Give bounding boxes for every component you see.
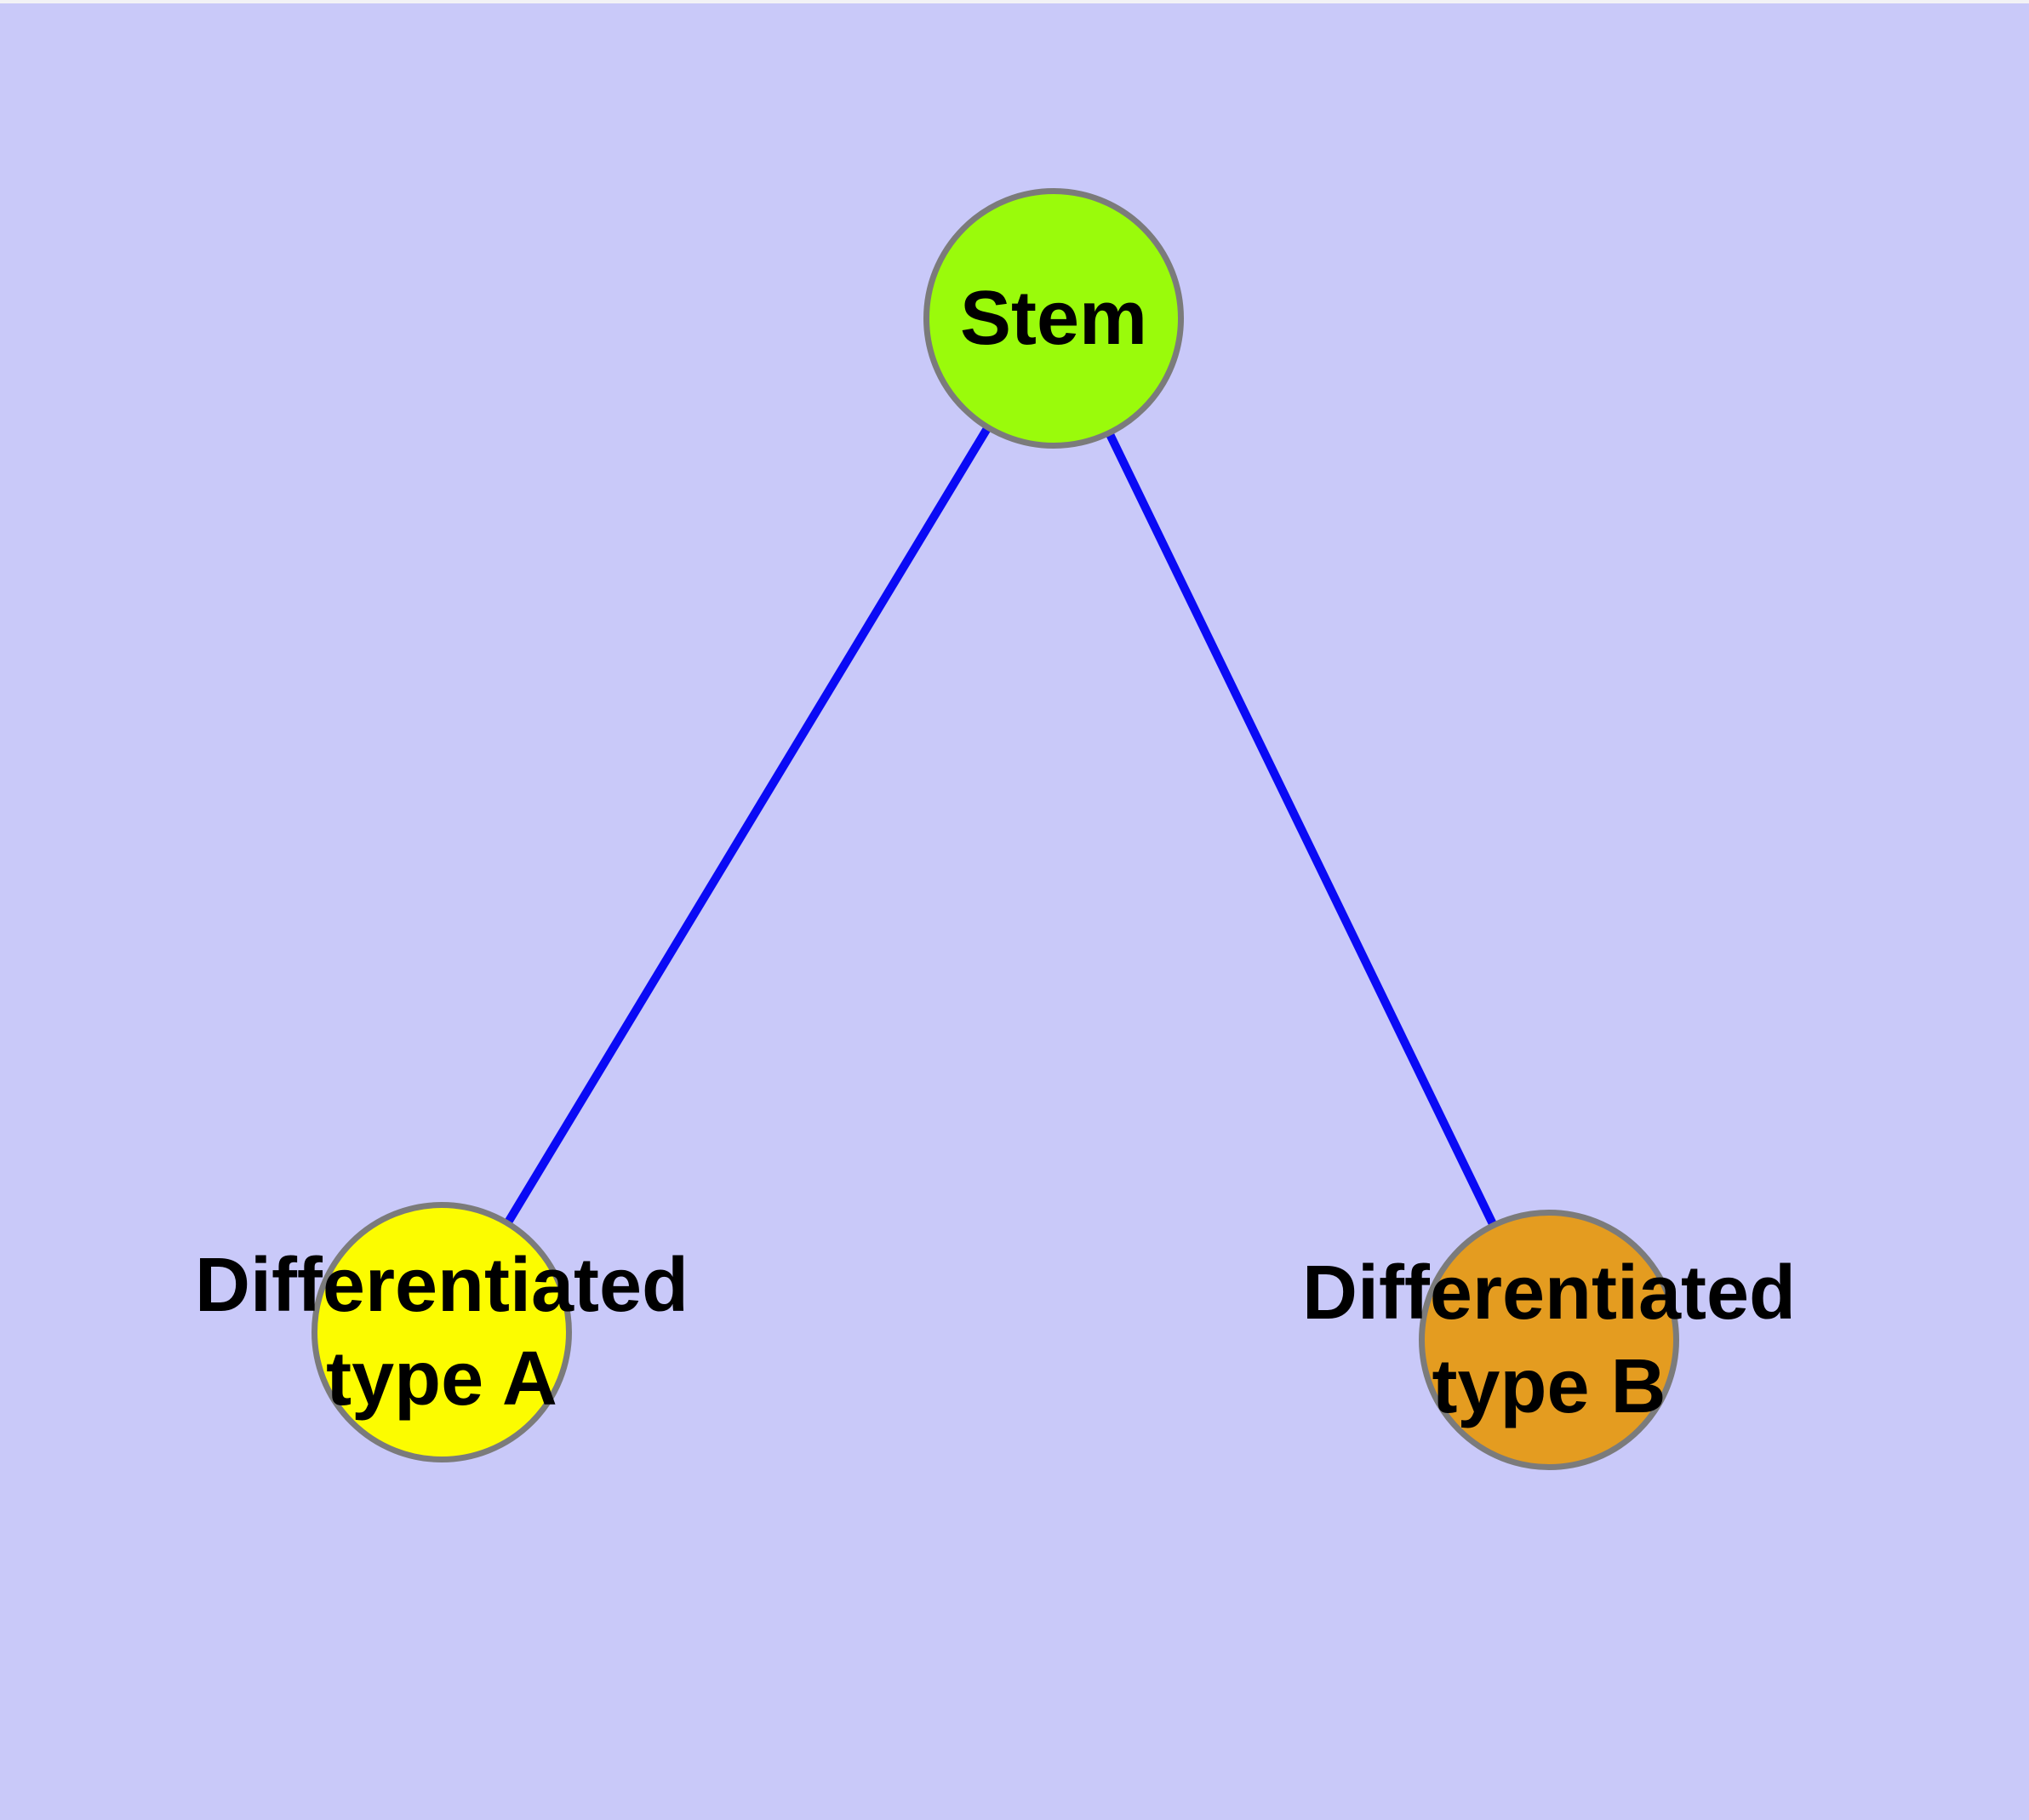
top-border-strip — [0, 0, 2029, 3]
node-stem — [923, 188, 1184, 449]
node-differentiated-type-b — [1419, 1210, 1679, 1470]
edge-stem-to-type-a — [437, 316, 1058, 1335]
node-differentiated-type-a — [311, 1202, 572, 1462]
edge-stem-to-type-b — [1049, 316, 1553, 1342]
